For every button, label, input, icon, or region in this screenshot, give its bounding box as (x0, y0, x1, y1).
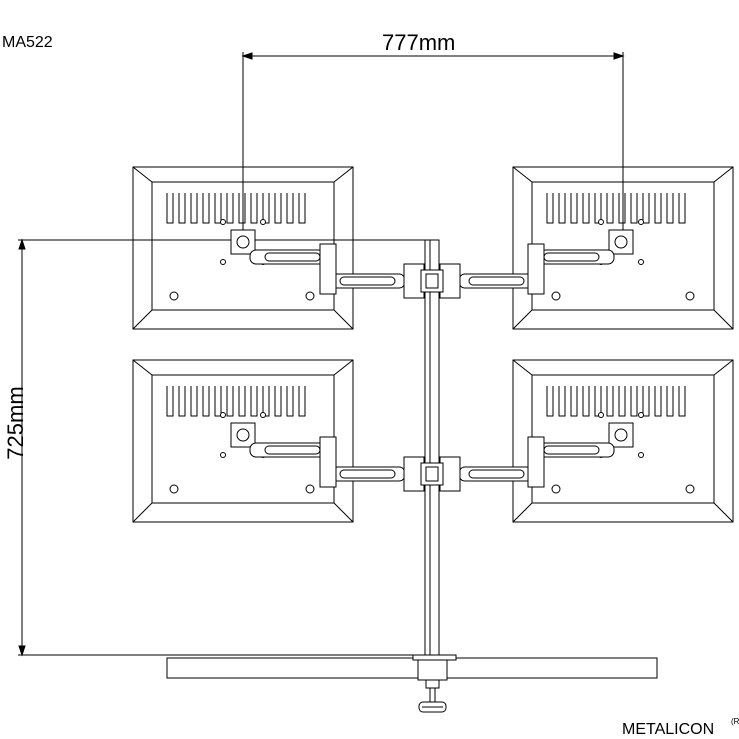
vent-slot (570, 386, 578, 417)
pole (424, 239, 440, 661)
vent-slot (178, 193, 186, 224)
vent-slot (298, 386, 306, 417)
vent-slot (262, 193, 270, 224)
vent-slot (594, 386, 602, 417)
vent-slot (558, 193, 566, 224)
vent-slot (546, 386, 554, 417)
vent-slot (654, 386, 662, 417)
arm-left (220, 412, 425, 492)
vesa-screw (638, 412, 644, 418)
vesa-screw (220, 259, 226, 265)
vesa-screw (598, 412, 604, 418)
model-label: MA522 (2, 34, 53, 51)
vent-slot (642, 193, 650, 224)
vent-slot (618, 193, 626, 224)
vent-slot (582, 386, 590, 417)
vent-slot (250, 386, 258, 417)
vent-slot (238, 386, 246, 417)
vent-slot (238, 193, 246, 224)
vesa-screw (260, 412, 266, 418)
vent-slot (630, 386, 638, 417)
arm-joint (319, 243, 337, 295)
vent-slot (678, 193, 686, 224)
vent-slot (570, 193, 578, 224)
vent-slot (286, 193, 294, 224)
vesa-screw (638, 259, 644, 265)
vent-slot (214, 193, 222, 224)
vesa-hub (614, 428, 628, 442)
vent-slot (190, 386, 198, 417)
vent-slot (630, 193, 638, 224)
vent-slot (250, 193, 258, 224)
vent-slot (298, 193, 306, 224)
vent-slot (274, 193, 282, 224)
vent-slot (666, 386, 674, 417)
vent-slot (654, 193, 662, 224)
vent-slot (678, 386, 686, 417)
vent-slots (166, 193, 686, 417)
vent-slot (214, 386, 222, 417)
brand-mark: (R (731, 717, 739, 726)
arm-joint (319, 436, 337, 488)
vent-slot (642, 386, 650, 417)
height-dimension (18, 238, 430, 657)
vent-slot (202, 386, 210, 417)
vent-slot (166, 193, 174, 224)
vent-slot (546, 193, 554, 224)
vent-slot (262, 386, 270, 417)
vesa-hub (236, 235, 250, 249)
vesa-screw (220, 219, 226, 225)
vesa-screw (260, 219, 266, 225)
width-dimension (241, 52, 625, 240)
vent-slot (166, 386, 174, 417)
vent-slot (594, 193, 602, 224)
vesa-hub (614, 235, 628, 249)
vent-slot (286, 386, 294, 417)
vent-slot (666, 193, 674, 224)
vent-slot (226, 386, 234, 417)
arm-joint (527, 243, 545, 295)
vent-slot (618, 386, 626, 417)
vesa-screw (220, 452, 226, 458)
vesa-screw (638, 219, 644, 225)
arm-right (439, 219, 644, 299)
vent-slot (202, 193, 210, 224)
mount-arms (220, 219, 644, 492)
dimension-width-label: 777mm (382, 30, 456, 55)
base-plate (166, 654, 658, 713)
vesa-hub (236, 428, 250, 442)
vesa-screw (598, 219, 604, 225)
vent-slot (226, 193, 234, 224)
vent-slot (606, 193, 614, 224)
arm-right (439, 412, 644, 492)
vent-slot (178, 386, 186, 417)
vent-slot (606, 386, 614, 417)
brand-label: METALICON (622, 721, 715, 738)
vent-slot (190, 193, 198, 224)
vesa-screw (220, 412, 226, 418)
vesa-screw (638, 452, 644, 458)
vent-slot (558, 386, 566, 417)
arm-left (220, 219, 425, 299)
vent-slot (274, 386, 282, 417)
arm-joint (527, 436, 545, 488)
vent-slot (582, 193, 590, 224)
